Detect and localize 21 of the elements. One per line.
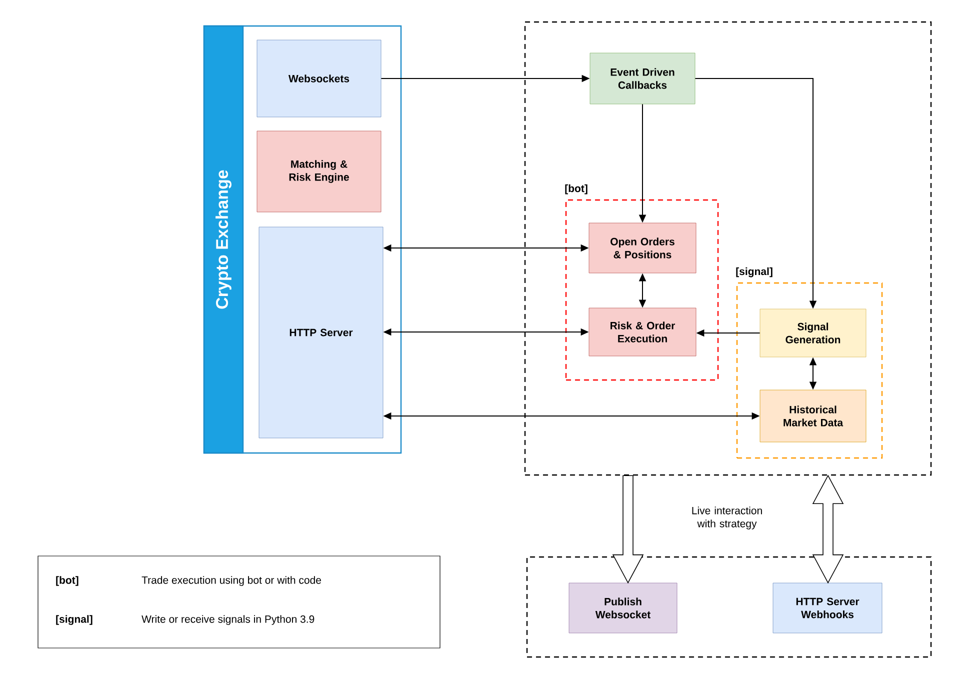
process-box: Historical Market Data xyxy=(760,390,866,442)
block-arrow xyxy=(612,475,644,584)
process-box: Open Orders & Positions xyxy=(588,222,696,274)
strategy-group xyxy=(524,21,932,476)
process-box: Signal Generation xyxy=(760,308,866,358)
label: Trade execution using bot or with code xyxy=(142,576,321,586)
process-box: Publish Websocket xyxy=(568,582,678,634)
component-box: Matching & Risk Engine xyxy=(256,130,382,212)
component-box: HTTP Server xyxy=(258,226,384,438)
label: [signal] xyxy=(56,615,92,625)
process-box: Event Driven Callbacks xyxy=(590,52,696,104)
process-box: Risk & Order Execution xyxy=(588,308,696,356)
note-text: Live interaction with strategy xyxy=(692,506,762,530)
output-group xyxy=(526,556,932,658)
node-label: [signal] xyxy=(736,267,772,278)
node-label: [bot] xyxy=(565,184,588,194)
process-box: HTTP Server Webhooks xyxy=(772,582,882,634)
label: Write or receive signals in Python 3.9 xyxy=(142,615,314,625)
component-box: Websockets xyxy=(256,40,382,118)
legend-box: [bot] Trade execution using bot or with code [signal] Write or receive signals in Python 3.9 xyxy=(38,556,440,648)
label: [bot] xyxy=(56,576,78,586)
